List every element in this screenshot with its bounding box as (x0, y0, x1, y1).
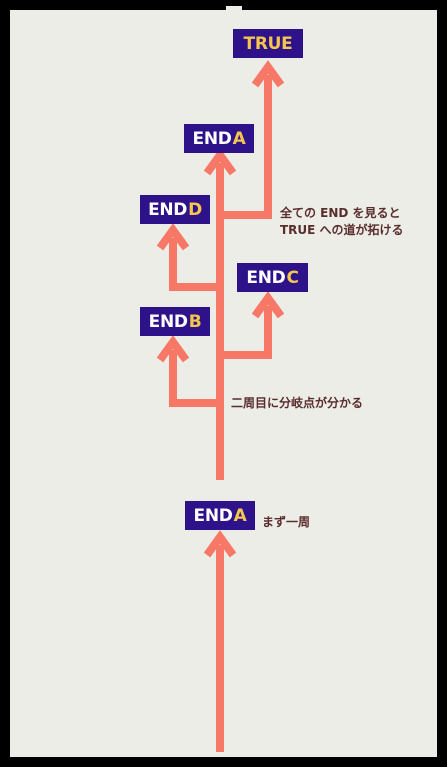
end-a-top-letter: A (232, 128, 246, 149)
first-round-note: まず一周 (262, 515, 311, 529)
true-route-note-line1: 全ての END を見ると (280, 206, 401, 220)
end-a-first-letter: A (233, 505, 247, 526)
end-c-branch-line (220, 306, 272, 359)
end-c-letter: C (286, 267, 299, 288)
main-trunk-arrowhead (203, 530, 237, 558)
end-d-branch-line (169, 238, 220, 291)
true-ending-label: TRUE (243, 33, 293, 54)
end-b-arrowhead (156, 335, 190, 363)
end-d-word: END (148, 199, 188, 220)
end-c-arrowhead (251, 291, 285, 319)
end-d-letter: D (188, 199, 202, 220)
end-a-arrowhead (203, 148, 237, 176)
branch-note: 二周目に分岐点が分かる (231, 396, 364, 410)
end-c-word: END (246, 267, 286, 288)
end-b-letter: B (188, 311, 202, 332)
panel-notch (226, 6, 242, 10)
true-route-note: 全ての END を見ると TRUE への道が拓ける (280, 205, 404, 239)
end-a-top-word: END (192, 128, 232, 149)
end-d-arrowhead (156, 223, 190, 251)
true-route-note-line2: TRUE への道が拓ける (280, 223, 404, 237)
end-b-branch-line (169, 350, 220, 407)
end-b-word: END (148, 311, 188, 332)
true-arrowhead (251, 60, 285, 88)
end-a-first-word: END (193, 505, 233, 526)
true-branch-line (220, 75, 272, 219)
true-ending-box: TRUE (233, 29, 303, 58)
